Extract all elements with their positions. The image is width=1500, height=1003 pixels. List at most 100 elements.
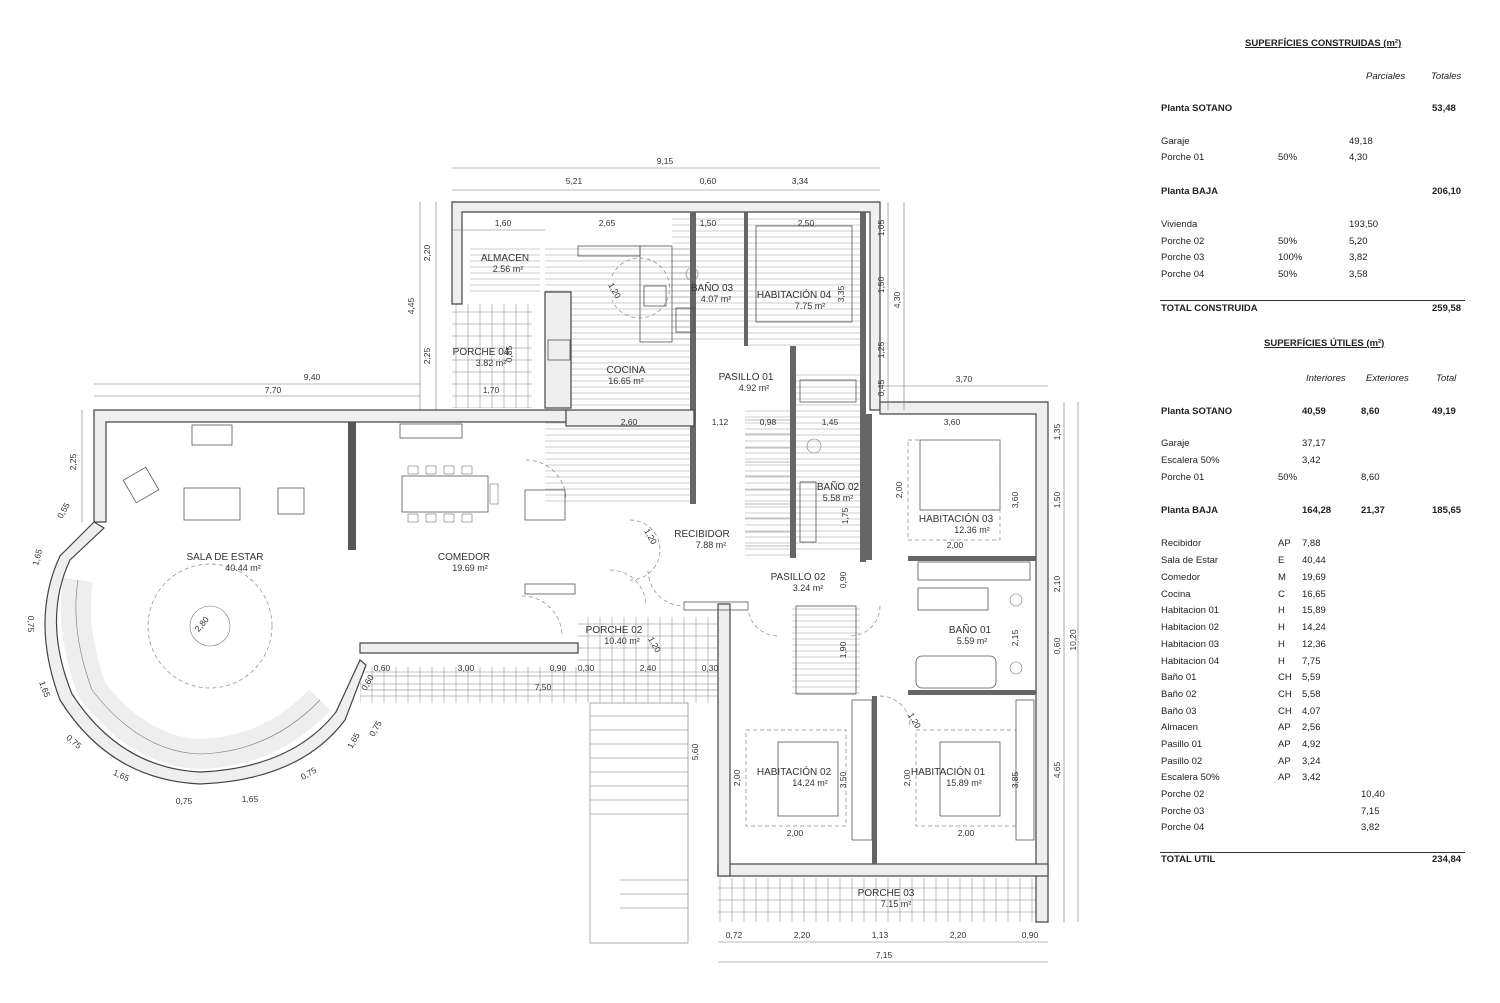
closet-pasillo (795, 605, 857, 695)
room-name-hab03: HABITACIÓN 03 (919, 512, 994, 525)
kitchen-counter (544, 291, 572, 409)
walls (44, 201, 1049, 923)
partition-bed01-bed02 (872, 696, 877, 864)
partition-bed04-east (860, 212, 866, 562)
row-interiores: 37,17 (1302, 438, 1326, 449)
row-label: Porche 02 (1161, 789, 1205, 800)
row-parcial: 193,50 (1349, 219, 1379, 230)
room-labels: ALMACEN 2.56 m² COCINA 16.65 m² BAÑO 03 … (186, 253, 993, 909)
closet-01 (1015, 699, 1035, 841)
row-interiores: 14,24 (1302, 622, 1326, 633)
room-name-hab02: HABITACIÓN 02 (757, 765, 832, 778)
row-interiores: 4,07 (1302, 706, 1321, 717)
dim-label: 2,00 (787, 828, 804, 838)
dim-label: 2,00 (732, 769, 742, 786)
dim-label: 0,75 (299, 765, 319, 782)
row-code: AP (1278, 739, 1291, 750)
construidas-rule (1160, 300, 1465, 301)
dim-label: 7,15 (876, 950, 893, 960)
row-parcial: 3,82 (1349, 252, 1368, 263)
dim-label: 0,98 (760, 417, 777, 427)
bath03-floor (672, 218, 744, 344)
row-interiores: 3,42 (1302, 772, 1321, 783)
dim-label: 3,00 (458, 663, 475, 673)
dim-label: 0,45 (876, 379, 886, 396)
furniture (60, 225, 1035, 944)
partition-bath02-west (790, 346, 796, 558)
partition-bath01-south (908, 690, 1036, 695)
coffee-table (183, 487, 241, 521)
row-interiores: 5,58 (1302, 689, 1321, 700)
dim-label: 2,25 (68, 453, 78, 470)
floor-plan: ALMACEN 2.56 m² COCINA 16.65 m² BAÑO 03 … (26, 156, 1079, 963)
room-area-porche04: 3.82 m² (476, 358, 507, 368)
dim-label: 1,60 (495, 218, 512, 228)
row-label: Porche 02 (1161, 236, 1205, 247)
living-curved-wall (44, 521, 367, 785)
dim-label: 2,65 (599, 218, 616, 228)
entry-wall-stub (524, 489, 566, 521)
utiles-row: Escalera 50%3,42 (1160, 455, 1465, 469)
dim-label: 1,50 (876, 276, 886, 293)
vanity-02 (799, 481, 817, 543)
floor-finishes (360, 218, 1048, 922)
utiles-title: SUPERFÍCIES ÚTILES (m²) (1264, 338, 1385, 349)
partition-kitchen-east (690, 212, 696, 504)
dim-label: 9,40 (304, 372, 321, 382)
dim-label: 2,00 (894, 481, 904, 498)
room-area-sala: 40.44 m² (225, 563, 261, 573)
dim-label: 0,90 (1022, 930, 1039, 940)
row-label: Cocina (1161, 589, 1191, 600)
sideboard (399, 423, 463, 439)
room-area-pasillo02: 3.24 m² (793, 583, 824, 593)
utiles-total-value: 234,84 (1432, 854, 1462, 865)
room-area-pasillo01: 4.92 m² (739, 383, 770, 393)
dim-label: 0,55 (55, 501, 72, 521)
row-code: AP (1278, 538, 1291, 549)
row-code: CH (1278, 672, 1292, 683)
room-area-hab01: 15.89 m² (946, 778, 982, 788)
dim-label: 1,13 (872, 930, 889, 940)
utiles-total-row: TOTAL UTIL 234,84 (1160, 854, 1465, 868)
living-top-wall (93, 409, 569, 523)
fireplace (191, 424, 233, 446)
dim-label: 1,75 (840, 507, 850, 524)
construidas-total-label: TOTAL CONSTRUIDA (1161, 303, 1258, 314)
door-swings (521, 257, 911, 727)
row-label: Habitacion 02 (1161, 622, 1220, 633)
row-total: 185,65 (1432, 505, 1462, 516)
row-code: H (1278, 656, 1285, 667)
dim-label: 1,12 (712, 417, 729, 427)
kitchen-south-wall (565, 409, 695, 427)
row-code: CH (1278, 689, 1292, 700)
row-label: Recibidor (1161, 538, 1202, 549)
entry-wall-stub-2 (524, 583, 576, 595)
terrace-tiles (360, 667, 718, 703)
bed-01 (939, 741, 1001, 817)
row-parcial: 5,20 (1349, 236, 1368, 247)
dim-label: 1,65 (345, 731, 362, 751)
room-name-recibidor: RECIBIDOR (674, 529, 730, 540)
room-name-almacen: ALMACEN (481, 253, 529, 264)
room-name-bano01: BAÑO 01 (949, 623, 992, 636)
room-area-hab02: 14.24 m² (792, 778, 828, 788)
construidas-table: SUPERFÍCIES CONSTRUIDAS (m²) Parciales T… (1160, 36, 1465, 326)
room-area-recibidor: 7.88 m² (696, 540, 727, 550)
row-label: Sala de Estar (1161, 555, 1219, 566)
row-total: 206,10 (1432, 186, 1462, 197)
dim-label: 1,35 (1052, 423, 1062, 440)
garden-steps (589, 702, 689, 944)
room-area-bano02: 5.58 m² (823, 493, 854, 503)
dim-label: 2,80 (193, 614, 211, 633)
